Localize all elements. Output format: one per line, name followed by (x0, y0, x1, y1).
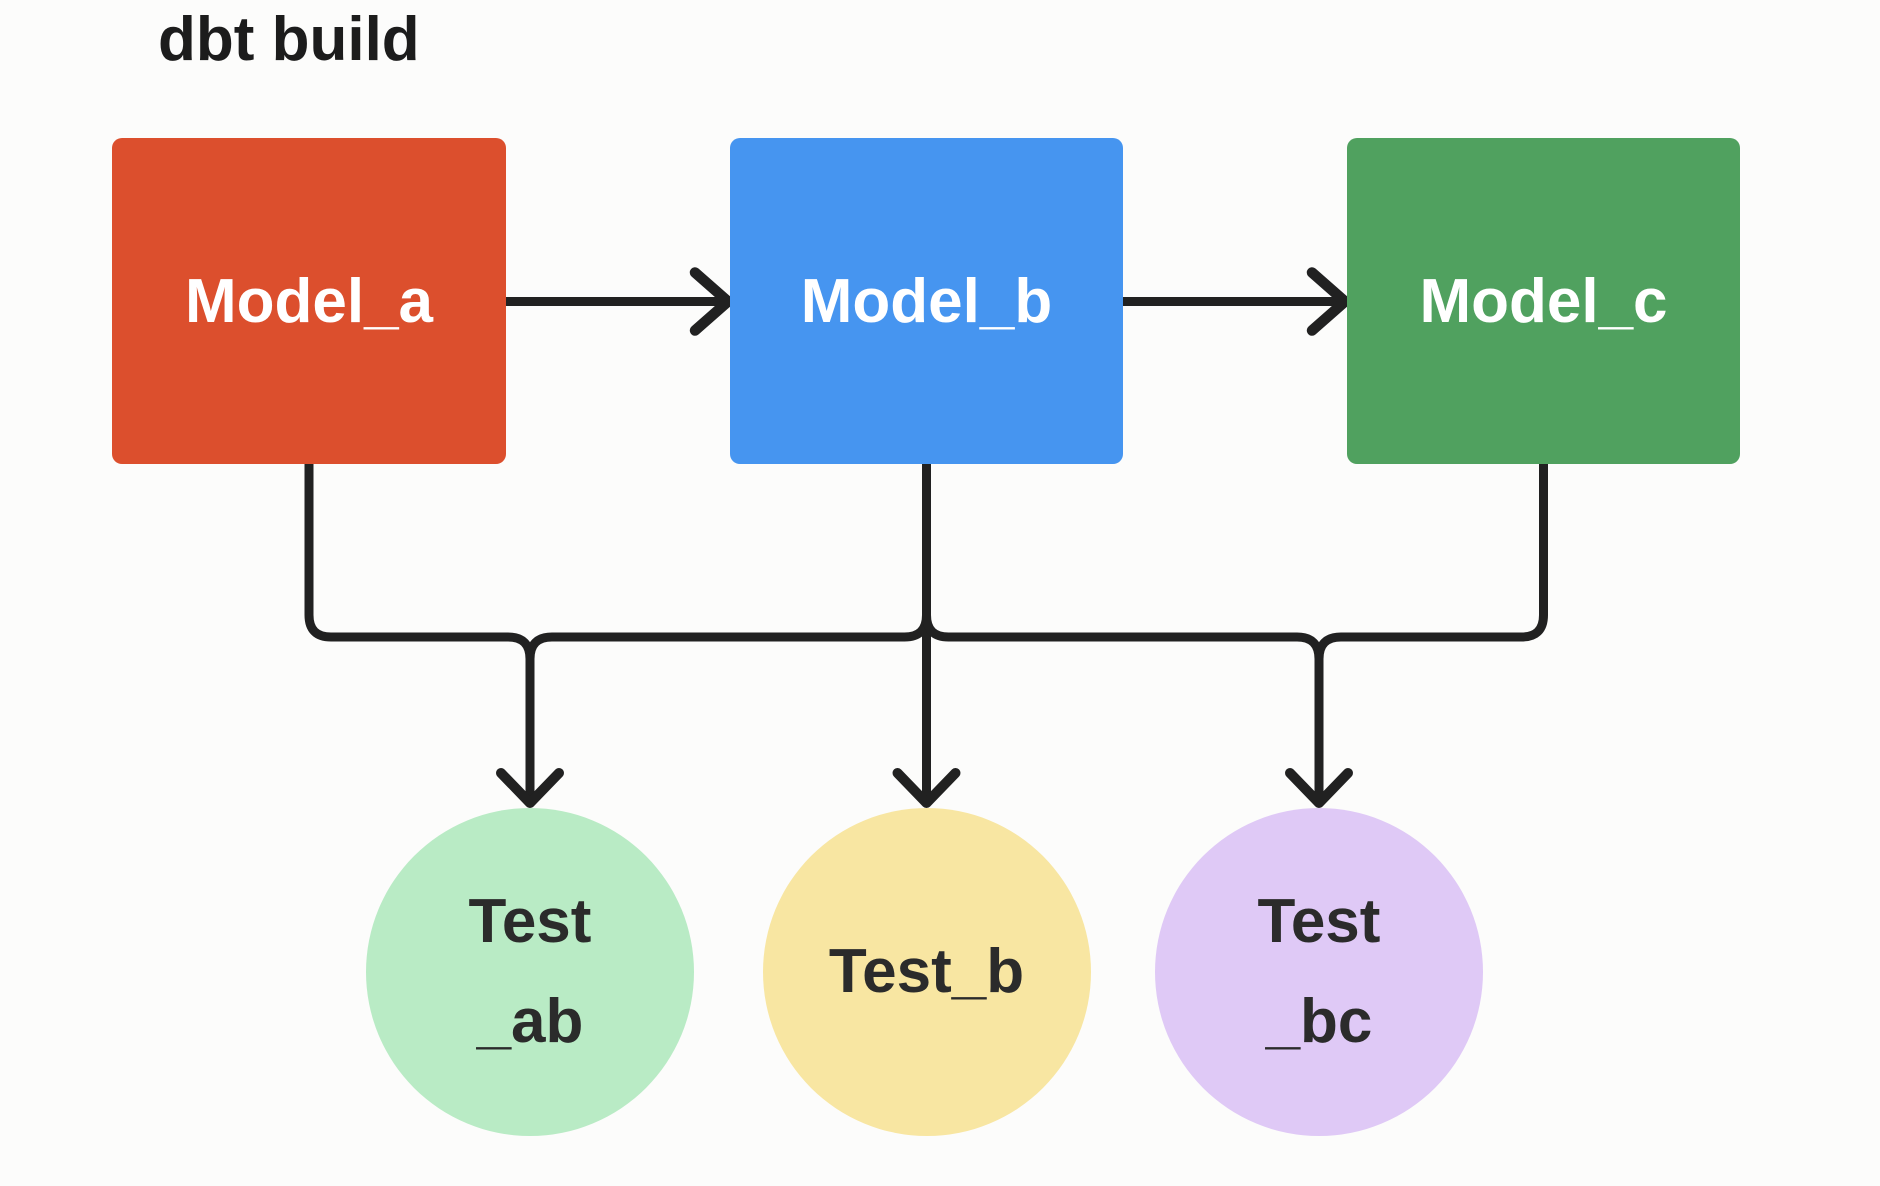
edge-model-b-to-test-ab (525, 459, 931, 804)
arrowhead-into-test-ab (496, 768, 564, 808)
node-test-ab: Test _ab (366, 808, 694, 1136)
node-test-bc: Test _bc (1155, 808, 1483, 1136)
arrowhead-into-test-bc (1285, 768, 1353, 808)
diagram-title: dbt build (158, 5, 420, 74)
node-model-c: Model_c (1347, 138, 1740, 464)
edge-model-b-to-test-bc (922, 459, 1324, 804)
node-model-b-label: Model_b (800, 266, 1053, 336)
node-test-b-label: Test_b (829, 922, 1024, 1022)
node-test-bc-label-line1: Test (1257, 887, 1381, 956)
node-model-c-label: Model_c (1419, 266, 1668, 336)
connector-lines (304, 267, 1548, 808)
node-model-a: Model_a (112, 138, 506, 464)
arrow-model-a-to-model-b (501, 267, 734, 336)
node-test-bc-label: Test _bc (1258, 872, 1381, 1072)
edge-model-a-to-test-ab (304, 459, 535, 804)
node-test-ab-label: Test _ab (469, 872, 592, 1072)
arrow-model-b-to-model-c (1118, 267, 1351, 336)
node-test-ab-label-line2: _ab (476, 987, 584, 1056)
edge-model-c-to-test-bc (1314, 459, 1548, 804)
node-model-b: Model_b (730, 138, 1123, 464)
node-test-b: Test_b (762, 808, 1091, 1136)
arrowhead-into-test-b (892, 768, 961, 808)
node-test-b-label-line1: Test_b (828, 937, 1025, 1006)
node-model-a-label: Model_a (184, 266, 434, 336)
node-test-bc-label-line2: _bc (1265, 987, 1373, 1056)
node-test-ab-label-line1: Test (468, 887, 592, 956)
